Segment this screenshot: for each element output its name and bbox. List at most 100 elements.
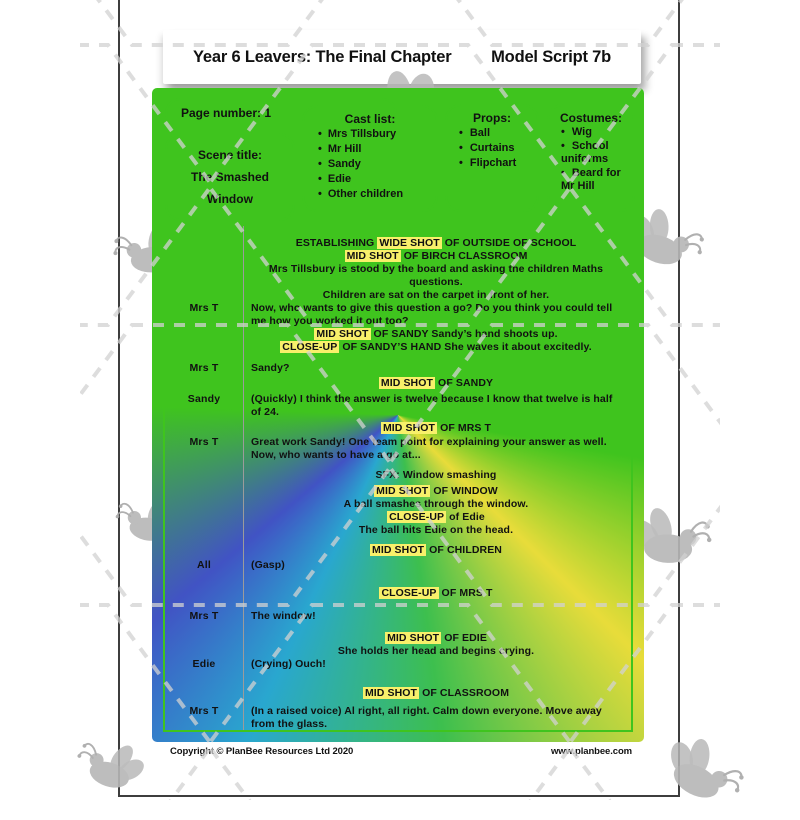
- list-item: Wig: [561, 126, 631, 139]
- dialogue-text: (Quickly) I think the answer is twelve b…: [251, 393, 613, 418]
- script-direction-row: MID SHOT OF MRS T: [165, 422, 631, 435]
- script-direction-row: Mrs Tillsbury is stood by the board and …: [165, 263, 631, 289]
- costumes-box: Costumes: WigSchool uniformsBeard for Mr…: [547, 104, 635, 212]
- stage-direction: MID SHOT OF MRS T: [380, 422, 492, 434]
- script-direction-row: MID SHOT OF SANDY Sandy’s hand shoots up…: [165, 328, 631, 341]
- speaker-name: All: [196, 559, 212, 571]
- shot-highlight: MID SHOT: [380, 422, 438, 434]
- script-label: Model Script 7b: [491, 47, 611, 66]
- speaker-name: Mrs T: [189, 362, 219, 374]
- script-dialogue-row: All (Gasp): [165, 559, 631, 572]
- dialogue-text: The window!: [251, 610, 316, 622]
- script-table: ESTABLISHING WIDE SHOT OF OUTSIDE OF SCH…: [163, 224, 633, 732]
- speaker-name: Mrs T: [189, 705, 219, 717]
- script-dialogue-row: Mrs T Great work Sandy! One team point fo…: [165, 436, 631, 462]
- shot-highlight: MID SHOT: [344, 250, 401, 262]
- stage-direction: Children are sat on the carpet in front …: [322, 289, 550, 301]
- script-direction-row: CLOSE-UP OF SANDY’S HAND She waves it ab…: [165, 341, 631, 354]
- script-direction-row: She holds her head and begins crying.: [165, 645, 631, 658]
- stage-direction: A ball smashes through the window.: [343, 498, 529, 510]
- costumes-heading: Costumes:: [559, 111, 622, 125]
- list-item: Curtains: [459, 141, 535, 155]
- cast-list-box: Cast list: Mrs TillsburyMr HillSandyEdie…: [302, 105, 438, 212]
- shot-highlight: MID SHOT: [378, 377, 436, 389]
- shot-highlight: MID SHOT: [314, 328, 371, 340]
- dialogue-text: Now, who wants to give this question a g…: [251, 302, 613, 327]
- shot-highlight: WIDE SHOT: [377, 237, 442, 249]
- page-title: Year 6 Leavers: The Final Chapter: [193, 47, 452, 66]
- gradient-frame: Page number: 1 Scene title: The Smashed …: [152, 88, 644, 742]
- script-direction-row: MID SHOT OF CLASSROOM: [165, 687, 631, 700]
- script-rows: ESTABLISHING WIDE SHOT OF OUTSIDE OF SCH…: [165, 237, 631, 731]
- cast-list: Mrs TillsburyMr HillSandyEdieOther child…: [308, 127, 432, 201]
- scene-title-label: Scene title:: [197, 148, 263, 162]
- stage-direction: The ball hits Edie on the head.: [358, 524, 514, 536]
- script-direction-row: MID SHOT OF WINDOW: [165, 485, 631, 498]
- speaker-name: Mrs T: [189, 436, 219, 448]
- speaker-name: Sandy: [187, 393, 221, 405]
- speaker-name: Edie: [192, 658, 216, 670]
- dialogue-text: (Crying) Ouch!: [251, 658, 326, 670]
- shot-highlight: MID SHOT: [369, 544, 427, 556]
- dialogue-text: Sandy?: [251, 362, 290, 374]
- stage-direction: CLOSE-UP OF MRS T: [379, 587, 493, 599]
- script-direction-row: CLOSE-UP OF MRS T: [165, 587, 631, 600]
- dialogue-text: (Gasp): [251, 559, 285, 571]
- title-bar: Year 6 Leavers: The Final Chapter Model …: [163, 30, 641, 84]
- speaker-column-divider: [243, 226, 244, 730]
- website-link[interactable]: www.planbee.com: [550, 746, 632, 757]
- list-item: Flipchart: [459, 156, 535, 170]
- shot-highlight: CLOSE-UP: [379, 587, 439, 599]
- script-direction-row: A ball smashes through the window.: [165, 498, 631, 511]
- list-item: Edie: [318, 172, 432, 186]
- shot-highlight: CLOSE-UP: [280, 341, 340, 353]
- props-box: Props: BallCurtainsFlipchart: [445, 104, 539, 212]
- scene-title-value: The Smashed Window: [190, 170, 270, 206]
- copyright-text: Copyright © PlanBee Resources Ltd 2020: [170, 746, 354, 757]
- list-item: Mrs Tillsbury: [318, 127, 432, 141]
- footer: Copyright © PlanBee Resources Ltd 2020 w…: [152, 746, 644, 757]
- dialogue-text: (In a raised voice) Al right, all right.…: [251, 705, 602, 730]
- script-direction-row: ESTABLISHING WIDE SHOT OF OUTSIDE OF SCH…: [165, 237, 631, 250]
- props-heading: Props:: [472, 111, 511, 125]
- stage-direction: MID SHOT OF WINDOW: [374, 485, 498, 497]
- list-item: School uniforms: [561, 140, 631, 166]
- script-direction-row: SFX: Window smashing: [165, 469, 631, 482]
- stage-direction: SFX: Window smashing: [375, 469, 497, 481]
- stage-direction: MID SHOT OF BIRCH CLASSROOM: [344, 250, 528, 262]
- script-direction-row: Children are sat on the carpet in front …: [165, 289, 631, 302]
- stage-direction: She holds her head and begins crying.: [337, 645, 535, 657]
- shot-highlight: CLOSE-UP: [387, 511, 447, 523]
- page-canvas: { "header": { "title": "Year 6 Leavers: …: [0, 0, 800, 800]
- stage-direction: CLOSE-UP of Edie: [387, 511, 485, 523]
- script-dialogue-row: Edie (Crying) Ouch!: [165, 658, 631, 671]
- stage-direction: MID SHOT OF EDIE: [385, 632, 487, 644]
- stage-direction: MID SHOT OF CHILDREN: [369, 544, 502, 556]
- script-dialogue-row: Mrs T Now, who wants to give this questio…: [165, 302, 631, 328]
- script-dialogue-row: Mrs T The window!: [165, 610, 631, 623]
- stage-direction: ESTABLISHING WIDE SHOT OF OUTSIDE OF SCH…: [295, 237, 577, 249]
- frame-inner: Page number: 1 Scene title: The Smashed …: [157, 93, 639, 737]
- shot-highlight: MID SHOT: [374, 485, 431, 497]
- list-item: Beard for Mr Hill: [561, 167, 631, 193]
- scene-title-box: Scene title: The Smashed Window: [165, 133, 295, 221]
- speaker-name: Mrs T: [189, 610, 219, 622]
- list-item: Ball: [459, 126, 535, 140]
- cast-list-heading: Cast list:: [344, 112, 396, 126]
- list-item: Other children: [318, 187, 432, 201]
- speaker-name: Mrs T: [189, 302, 219, 314]
- list-item: Mr Hill: [318, 142, 432, 156]
- stage-direction: CLOSE-UP OF SANDY’S HAND She waves it ab…: [280, 341, 592, 353]
- stage-direction: Mrs Tillsbury is stood by the board and …: [268, 263, 604, 288]
- stage-direction: MID SHOT OF SANDY Sandy’s hand shoots up…: [314, 328, 558, 340]
- script-dialogue-row: Mrs T (In a raised voice) Al right, all r…: [165, 705, 631, 731]
- dialogue-text: Great work Sandy! One team point for exp…: [251, 436, 607, 461]
- script-direction-row: MID SHOT OF EDIE: [165, 632, 631, 645]
- script-direction-row: MID SHOT OF SANDY: [165, 377, 631, 390]
- list-item: Sandy: [318, 157, 432, 171]
- shot-highlight: MID SHOT: [362, 687, 420, 699]
- script-direction-row: MID SHOT OF BIRCH CLASSROOM: [165, 250, 631, 263]
- props-list: BallCurtainsFlipchart: [449, 126, 535, 170]
- stage-direction: MID SHOT OF CLASSROOM: [362, 687, 510, 699]
- stage-direction: MID SHOT OF SANDY: [378, 377, 494, 389]
